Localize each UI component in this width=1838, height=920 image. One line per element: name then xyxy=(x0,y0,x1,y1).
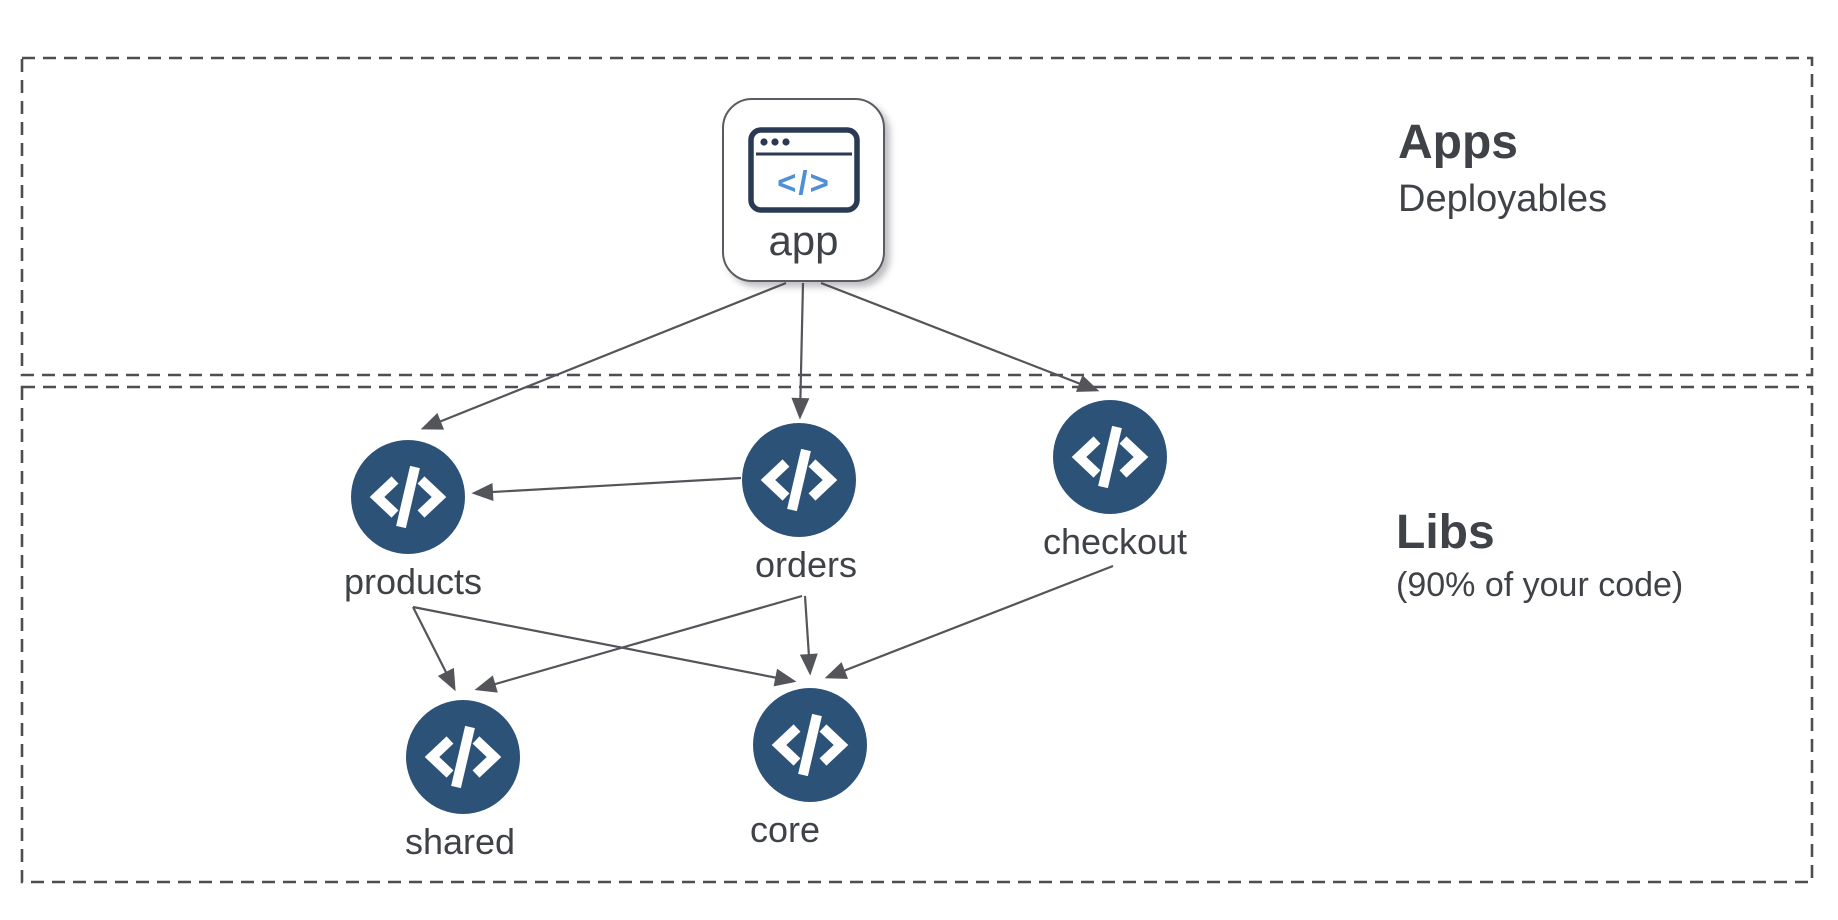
node-label-products: products xyxy=(343,561,483,602)
node-core xyxy=(753,688,867,802)
edge-products-to-core xyxy=(412,605,797,687)
libs-heading: Libs xyxy=(1396,506,1495,559)
node-label-orders: orders xyxy=(754,544,858,585)
apps-subheading: Deployables xyxy=(1398,177,1608,220)
node-app: </> app xyxy=(722,98,885,282)
node-shared xyxy=(406,700,520,814)
node-label-core: core xyxy=(749,809,821,850)
region-box-libs xyxy=(20,385,1814,884)
code-icon xyxy=(760,448,838,512)
edge-app-to-products xyxy=(420,281,787,430)
edge-products-to-shared xyxy=(412,606,456,692)
edge-app-to-checkout xyxy=(820,281,1100,392)
node-checkout xyxy=(1053,400,1167,514)
node-label-checkout: checkout xyxy=(1042,521,1188,562)
dependency-edges xyxy=(412,281,1114,693)
edge-checkout-to-core xyxy=(824,564,1114,679)
edge-orders-to-products xyxy=(471,476,742,501)
region-box-apps xyxy=(20,56,1814,377)
code-icon xyxy=(771,713,849,777)
edge-orders-to-shared xyxy=(474,594,803,693)
region-title-apps: Apps Deployables xyxy=(1398,116,1607,220)
region-boxes xyxy=(20,56,1814,884)
edge-orders-to-core xyxy=(799,595,818,676)
browser-window-icon: </> xyxy=(747,127,860,213)
code-icon xyxy=(424,725,502,789)
libs-subheading: (90% of your code) xyxy=(1396,565,1684,604)
edge-app-to-orders xyxy=(791,282,810,420)
node-label-shared: shared xyxy=(404,821,516,862)
apps-heading: Apps xyxy=(1398,116,1518,169)
node-products xyxy=(351,440,465,554)
node-orders xyxy=(742,423,856,537)
node-label-app: app xyxy=(768,217,839,264)
region-title-libs: Libs (90% of your code) xyxy=(1396,506,1683,604)
code-icon xyxy=(1071,425,1149,489)
svg-text:</>: </> xyxy=(777,164,831,201)
code-icon xyxy=(369,465,447,529)
